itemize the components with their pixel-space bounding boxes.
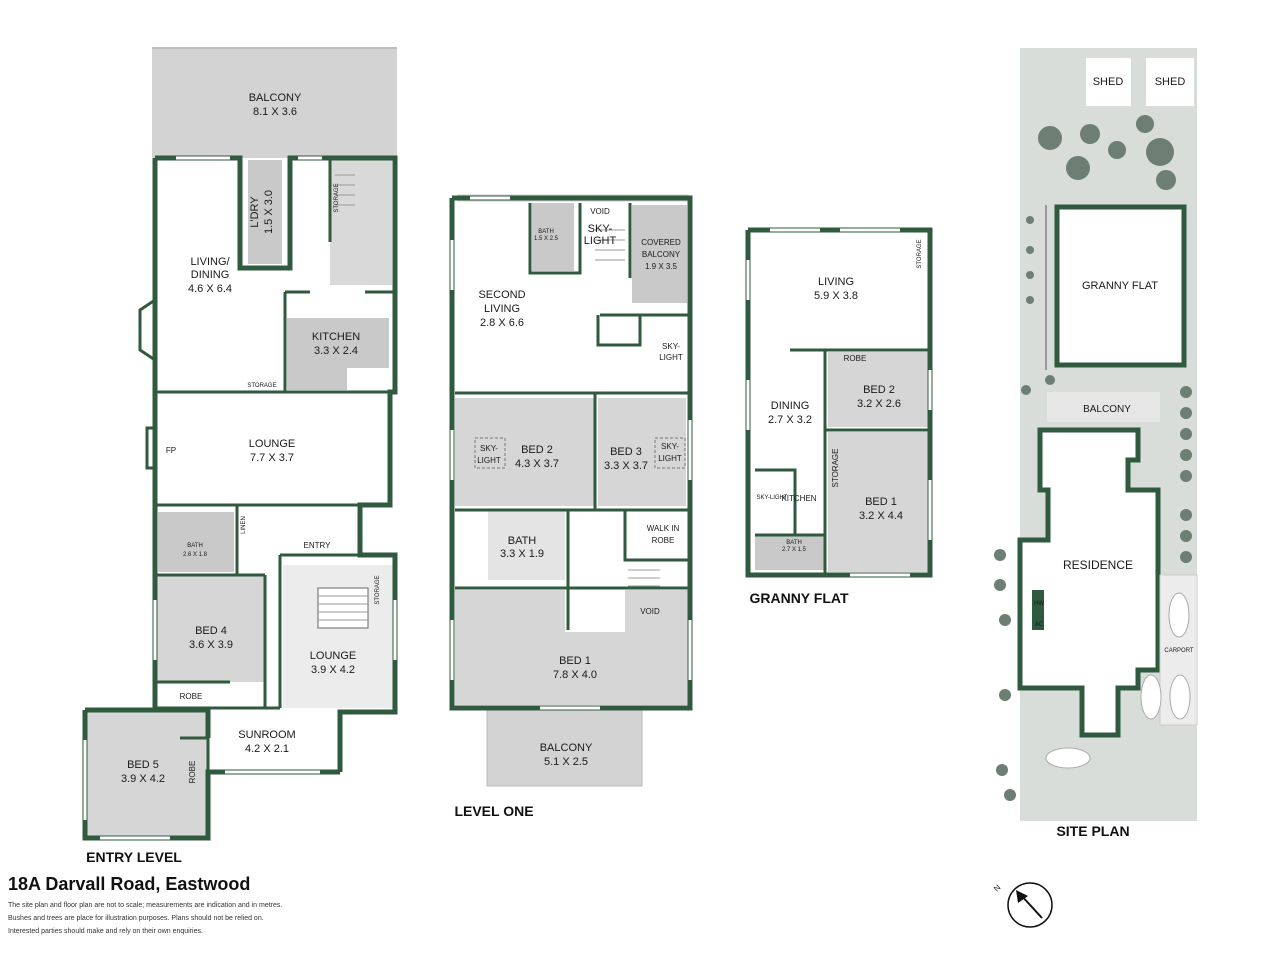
- laundry-size: 1.5 X 3.0: [263, 190, 275, 234]
- gf-living-name: LIVING: [818, 276, 854, 288]
- l1-bed3-name: BED 3: [610, 446, 642, 458]
- robe4-label: ROBE: [180, 692, 203, 701]
- gf-kitchen: KITCHEN: [781, 494, 816, 503]
- section-site-plan: SITE PLAN: [1056, 823, 1129, 839]
- entry-balcony-name: BALCONY: [249, 92, 302, 104]
- entry-kitchen-size: 3.3 X 2.4: [314, 345, 358, 357]
- site-carport: CARPORT: [1164, 648, 1194, 654]
- sunroom-name: SUNROOM: [238, 729, 295, 741]
- entry-lounge-name: LOUNGE: [249, 438, 295, 450]
- l1-skylight-bed3-2: LIGHT: [658, 454, 682, 463]
- gf-bed1-size: 3.2 X 4.4: [859, 510, 903, 522]
- l1-skylight-bed3-1: SKY-: [661, 442, 679, 451]
- entry-label: ENTRY: [304, 541, 332, 550]
- second-living-name1: SECOND: [478, 289, 525, 301]
- l1-bath-small-size: 1.5 X 2.5: [534, 236, 559, 242]
- l1-bed2-name: BED 2: [521, 444, 553, 456]
- l1-skylight-right-2: LIGHT: [659, 353, 683, 362]
- entry-bath-name: BATH: [187, 543, 203, 549]
- site-plan: [994, 48, 1198, 821]
- section-level-one: LEVEL ONE: [454, 803, 533, 819]
- covered-balcony-name1: COVERED: [641, 238, 681, 247]
- site-balcony: BALCONY: [1083, 404, 1131, 415]
- entry-kitchen-name: KITCHEN: [312, 331, 360, 343]
- l1-bath-size: 3.3 X 1.9: [500, 548, 544, 560]
- covered-balcony-size: 1.9 X 3.5: [645, 262, 678, 271]
- linen-label: LINEN: [241, 516, 247, 534]
- site-shed-1: SHED: [1093, 76, 1124, 88]
- sunroom-size: 4.2 X 2.1: [245, 743, 289, 755]
- north-arrow: [1007, 882, 1053, 928]
- covered-balcony-name2: BALCONY: [642, 250, 681, 259]
- gf-storage-top: STORAGE: [917, 239, 923, 268]
- living-dining-name2: DINING: [191, 269, 230, 281]
- entry-lounge-size: 7.7 X 3.7: [250, 452, 294, 464]
- gf-bath-size: 2.7 X 1.5: [782, 547, 807, 553]
- gf-living-size: 5.9 X 3.8: [814, 290, 858, 302]
- living-dining-name1: LIVING/: [190, 256, 230, 268]
- second-living-size: 2.8 X 6.6: [480, 317, 524, 329]
- bed4-size: 3.6 X 3.9: [189, 639, 233, 651]
- l1-skylight-top-2: LIGHT: [584, 235, 617, 247]
- level-one-plan: [449, 194, 693, 787]
- entry-storage-low: STORAGE: [375, 575, 381, 604]
- l1-bed1-name: BED 1: [559, 655, 591, 667]
- site-granny-flat: GRANNY FLAT: [1082, 280, 1158, 292]
- gf-dining-size: 2.7 X 3.2: [768, 414, 812, 426]
- gf-bed2-name: BED 2: [863, 384, 895, 396]
- gf-bed1-name: BED 1: [865, 496, 897, 508]
- l1-bed2-size: 4.3 X 3.7: [515, 458, 559, 470]
- north-label: N: [992, 883, 1003, 894]
- disclaimer-line-3: Interested parties should make and rely …: [8, 928, 203, 935]
- second-living-name2: LIVING: [484, 303, 520, 315]
- bed5-name: BED 5: [127, 759, 159, 771]
- l1-skylight-bed2-2: LIGHT: [477, 456, 501, 465]
- l1-void-top: VOID: [590, 207, 610, 216]
- l1-bath-small-name: BATH: [538, 229, 554, 235]
- gf-robe: ROBE: [844, 354, 867, 363]
- bed5-size: 3.9 X 4.2: [121, 773, 165, 785]
- entry-bath-size: 2.6 X 1.8: [183, 552, 208, 558]
- section-entry-level: ENTRY LEVEL: [86, 849, 182, 865]
- fireplace-label: FP: [166, 446, 176, 455]
- gf-bath-name: BATH: [786, 540, 802, 546]
- lounge2-name: LOUNGE: [310, 650, 356, 662]
- laundry-name: L'DRY: [249, 196, 261, 228]
- l1-bed1-size: 7.8 X 4.0: [553, 669, 597, 681]
- section-granny-flat: GRANNY FLAT: [749, 590, 848, 606]
- l1-void-low: VOID: [640, 607, 660, 616]
- robe5-label: ROBE: [188, 761, 197, 784]
- l1-skylight-bed2-1: SKY-: [480, 444, 498, 453]
- entry-storage-top: STORAGE: [334, 183, 340, 212]
- l1-balcony-name: BALCONY: [540, 742, 593, 754]
- l1-bed3-size: 3.3 X 3.7: [604, 460, 648, 472]
- gf-dining-name: DINING: [771, 400, 810, 412]
- walk-in-robe-1: WALK IN: [647, 524, 680, 533]
- entry-balcony-size: 8.1 X 3.6: [253, 106, 297, 118]
- l1-bath-name: BATH: [508, 535, 537, 547]
- disclaimer-line-1: The site plan and floor plan are not to …: [8, 902, 283, 909]
- site-hw: HW: [1034, 601, 1044, 607]
- lounge2-size: 3.9 X 4.2: [311, 664, 355, 676]
- granny-flat-plan: [745, 227, 933, 578]
- gf-bed2-size: 3.2 X 2.6: [857, 398, 901, 410]
- property-address: 18A Darvall Road, Eastwood: [8, 874, 251, 894]
- l1-skylight-right-1: SKY-: [662, 342, 680, 351]
- entry-level-plan: [82, 47, 398, 841]
- site-residence: RESIDENCE: [1063, 558, 1133, 572]
- site-ac: AC: [1035, 622, 1044, 628]
- gf-storage-mid: STORAGE: [831, 449, 840, 488]
- walk-in-robe-2: ROBE: [652, 536, 675, 545]
- bed4-name: BED 4: [195, 625, 227, 637]
- l1-balcony-size: 5.1 X 2.5: [544, 756, 588, 768]
- l1-skylight-top-1: SKY-: [588, 223, 613, 235]
- disclaimer-line-2: Bushes and trees are place for illustrat…: [8, 915, 264, 922]
- site-shed-2: SHED: [1155, 76, 1186, 88]
- living-dining-size: 4.6 X 6.4: [188, 283, 232, 295]
- entry-storage-mid: STORAGE: [247, 383, 276, 389]
- gf-skylight: SKY-LIGHT: [756, 495, 787, 501]
